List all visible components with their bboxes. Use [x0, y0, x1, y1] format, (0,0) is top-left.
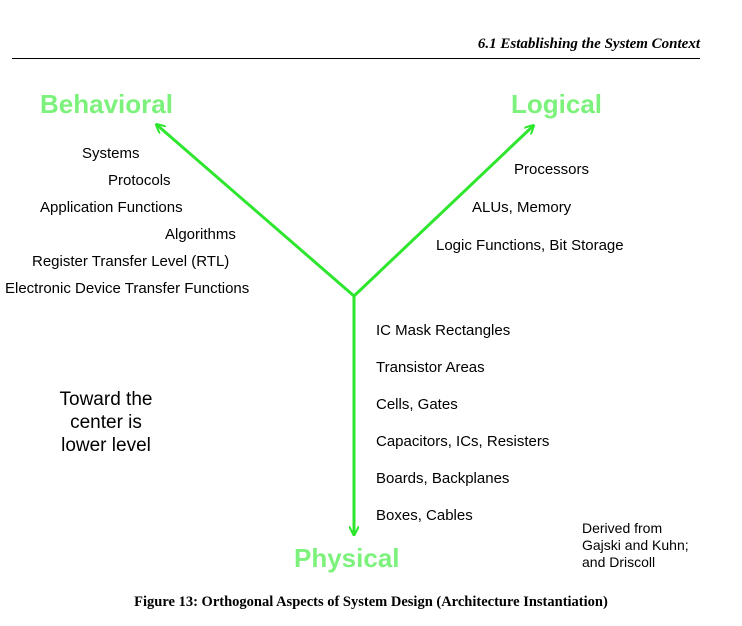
credit-line: Derived from [582, 520, 663, 536]
section-title: 6.1 Establishing the System Context [477, 36, 700, 52]
behavioral-item: Protocols [108, 172, 171, 189]
physical-item: IC Mask Rectangles [376, 322, 511, 339]
behavioral-item: Algorithms [165, 226, 236, 243]
physical-item: Capacitors, ICs, Resisters [376, 433, 550, 450]
logical-axis-arrow [352, 126, 533, 298]
credit-line: and Driscoll [582, 554, 656, 570]
logical-list: Processors ALUs, Memory Logic Functions,… [432, 159, 624, 273]
physical-item: Boxes, Cables [376, 507, 473, 524]
physical-list: IC Mask Rectangles Transistor Areas Cell… [376, 320, 549, 542]
page-header: 6.1 Establishing the System Context [12, 32, 700, 59]
behavioral-heading: Behavioral [40, 89, 173, 119]
logical-item: Processors [514, 161, 590, 178]
logical-heading: Logical [511, 89, 603, 119]
behavioral-item: Register Transfer Level (RTL) [32, 253, 230, 270]
logical-item: Logic Functions, Bit Storage [436, 237, 624, 254]
physical-item: Transistor Areas [376, 359, 485, 376]
physical-item: Boards, Backplanes [376, 470, 510, 487]
credit-line: Gajski and Kuhn; [582, 537, 689, 553]
behavioral-item: Systems [82, 145, 140, 162]
behavioral-list: Systems Protocols Application Functions … [0, 143, 292, 305]
physical-item: Cells, Gates [376, 396, 458, 413]
behavioral-item: Application Functions [40, 199, 183, 216]
figure-caption: Figure 13: Orthogonal Aspects of System … [134, 594, 608, 610]
center-note: Toward the center is lower level [59, 389, 153, 456]
behavioral-axis-arrow [157, 125, 355, 298]
source-credit: Derived from Gajski and Kuhn; and Drisco… [582, 520, 689, 571]
behavioral-item: Electronic Device Transfer Functions [5, 280, 250, 297]
logical-item: ALUs, Memory [472, 199, 572, 216]
physical-heading: Physical [294, 543, 400, 573]
